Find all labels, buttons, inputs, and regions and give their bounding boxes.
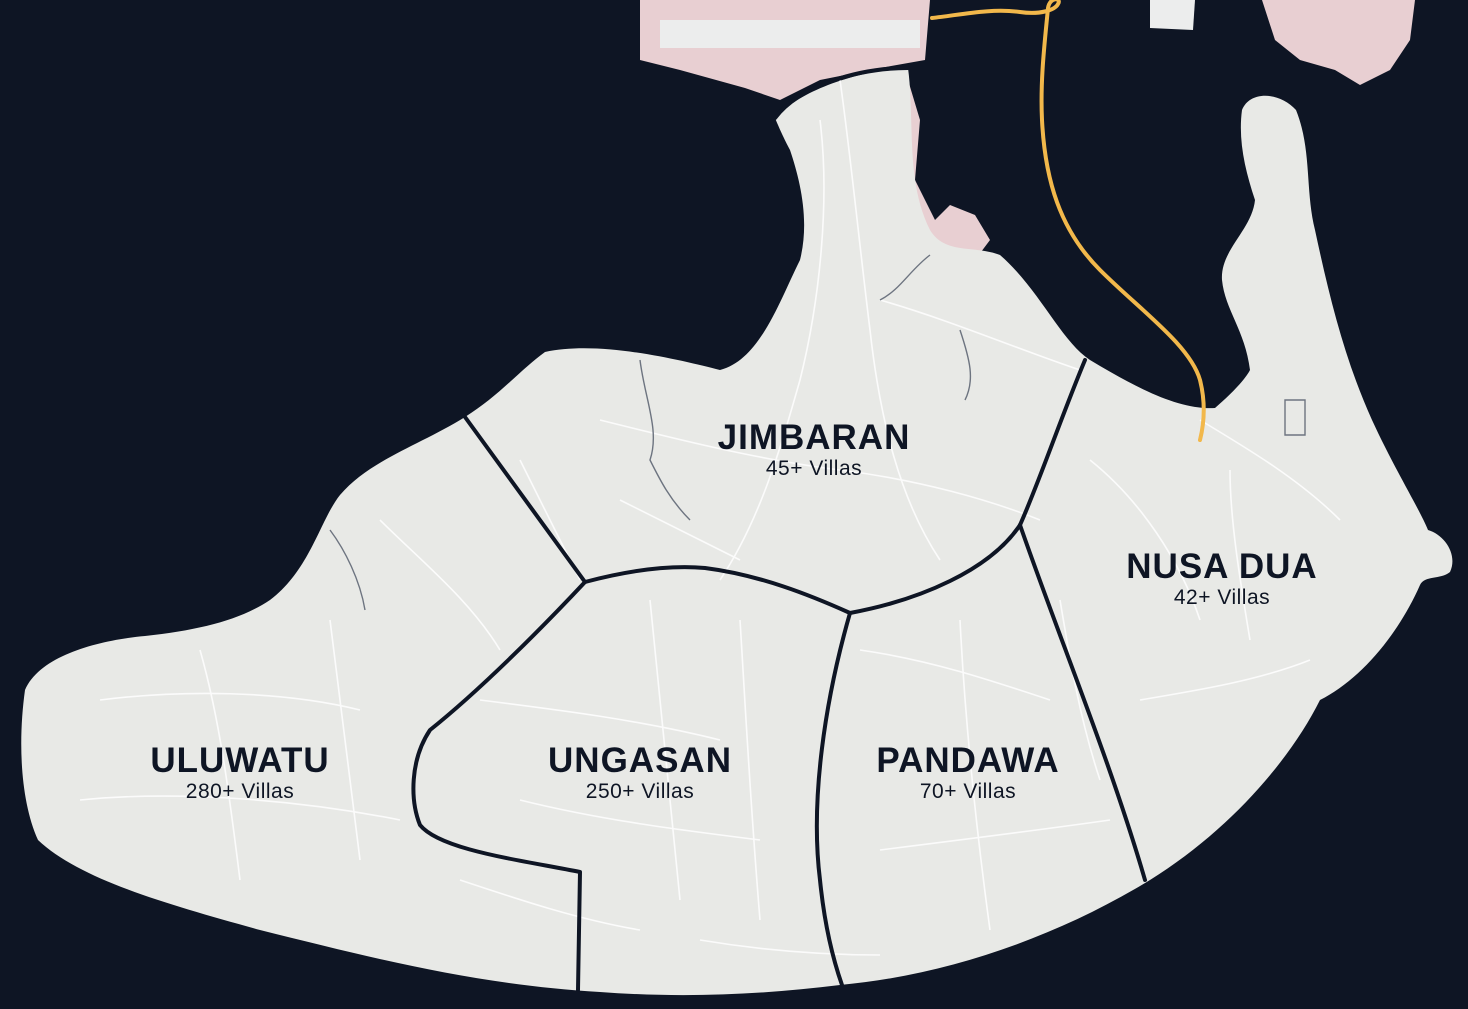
road-network [79,79,1341,956]
region-ungasan[interactable]: UNGASAN 250+ Villas [548,742,732,804]
border-airport-jimbaran [773,66,910,120]
region-name: JIMBARAN [717,418,911,457]
toll-road-route [930,0,1206,442]
islet-north [1150,0,1195,30]
villa-count: 250+ Villas [585,780,695,803]
region-name: UNGASAN [548,741,732,780]
region-uluwatu[interactable]: ULUWATU 280+ Villas [150,742,329,804]
region-name: NUSA DUA [1126,547,1318,586]
urban-east [1262,0,1415,85]
border-uluwatu-jimbaran [463,415,587,584]
border-uluwatu-ungasan [411,580,587,992]
region-name: ULUWATU [150,741,330,780]
region-jimbaran[interactable]: JIMBARAN 45+ Villas [718,419,911,481]
airport-runway [660,20,920,48]
villa-count: 42+ Villas [1173,586,1271,609]
border-ungasan-jimbaran [583,565,852,615]
region-pandawa[interactable]: PANDAWA 70+ Villas [876,742,1059,804]
border-jimbaran-nusadua [1018,358,1087,527]
region-name: PANDAWA [876,741,1060,780]
border-pandawa-jimbaran [848,523,1022,615]
villa-count: 70+ Villas [919,780,1017,803]
villa-count: 45+ Villas [765,457,863,480]
district-borders [411,66,1147,992]
river-lines [329,254,1306,611]
region-nusa-dua[interactable]: NUSA DUA 42+ Villas [1126,548,1317,610]
border-ungasan-pandawa [814,611,852,987]
villa-count: 280+ Villas [185,780,295,803]
border-pandawa-nusadua [1018,523,1147,882]
